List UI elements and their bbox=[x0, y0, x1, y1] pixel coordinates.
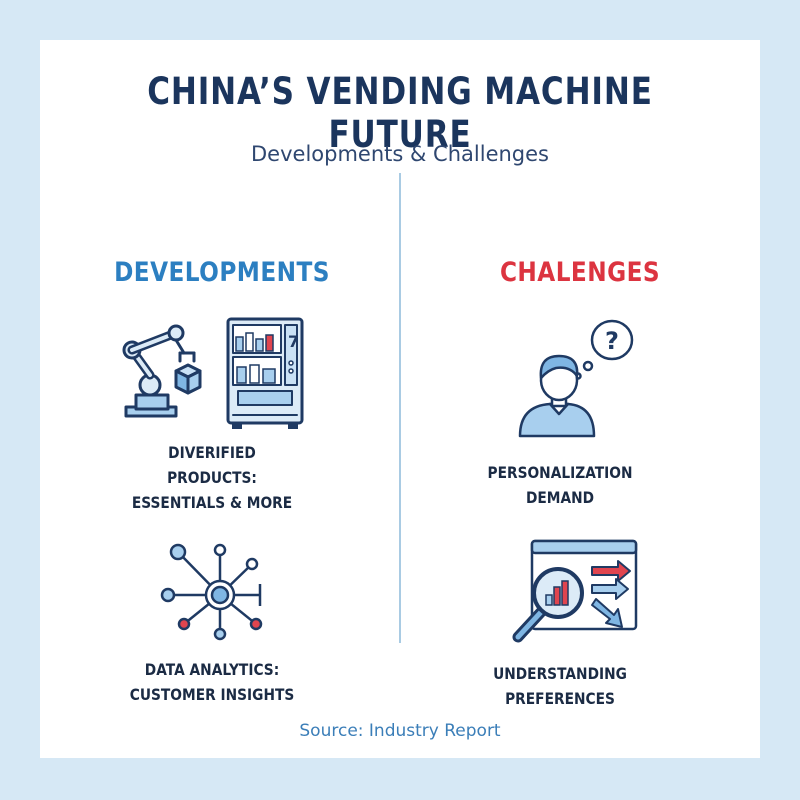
svg-text:?: ? bbox=[605, 327, 619, 355]
data-analytics-label: DATA ANALYTICS: CUSTOMER INSIGHTS bbox=[129, 660, 295, 704]
network-nodes-icon bbox=[160, 543, 263, 641]
person-question-icon: ? bbox=[518, 319, 634, 438]
diversified-products-label: DIVERIFIED PRODUCTS: ESSENTIALS & MORE bbox=[131, 443, 293, 512]
robot-arm-vending-machine-icon: 7 bbox=[122, 317, 304, 429]
developments-heading: DEVELOPMENTS bbox=[114, 257, 330, 288]
page-subtitle: Developments & Challenges bbox=[251, 142, 549, 166]
column-divider bbox=[399, 173, 401, 643]
svg-text:7: 7 bbox=[288, 332, 299, 351]
understanding-preferences-label: UNDERSTANDING PREFERENCES bbox=[493, 664, 627, 708]
magnifier-chart-icon bbox=[512, 539, 638, 643]
personalization-demand-label: PERSONALIZATION DEMAND bbox=[487, 463, 633, 507]
challenges-heading: CHALENGES bbox=[499, 257, 661, 288]
page-title: CHINA’S VENDING MACHINE FUTURE bbox=[147, 70, 653, 156]
source-note: Source: Industry Report bbox=[299, 721, 501, 741]
